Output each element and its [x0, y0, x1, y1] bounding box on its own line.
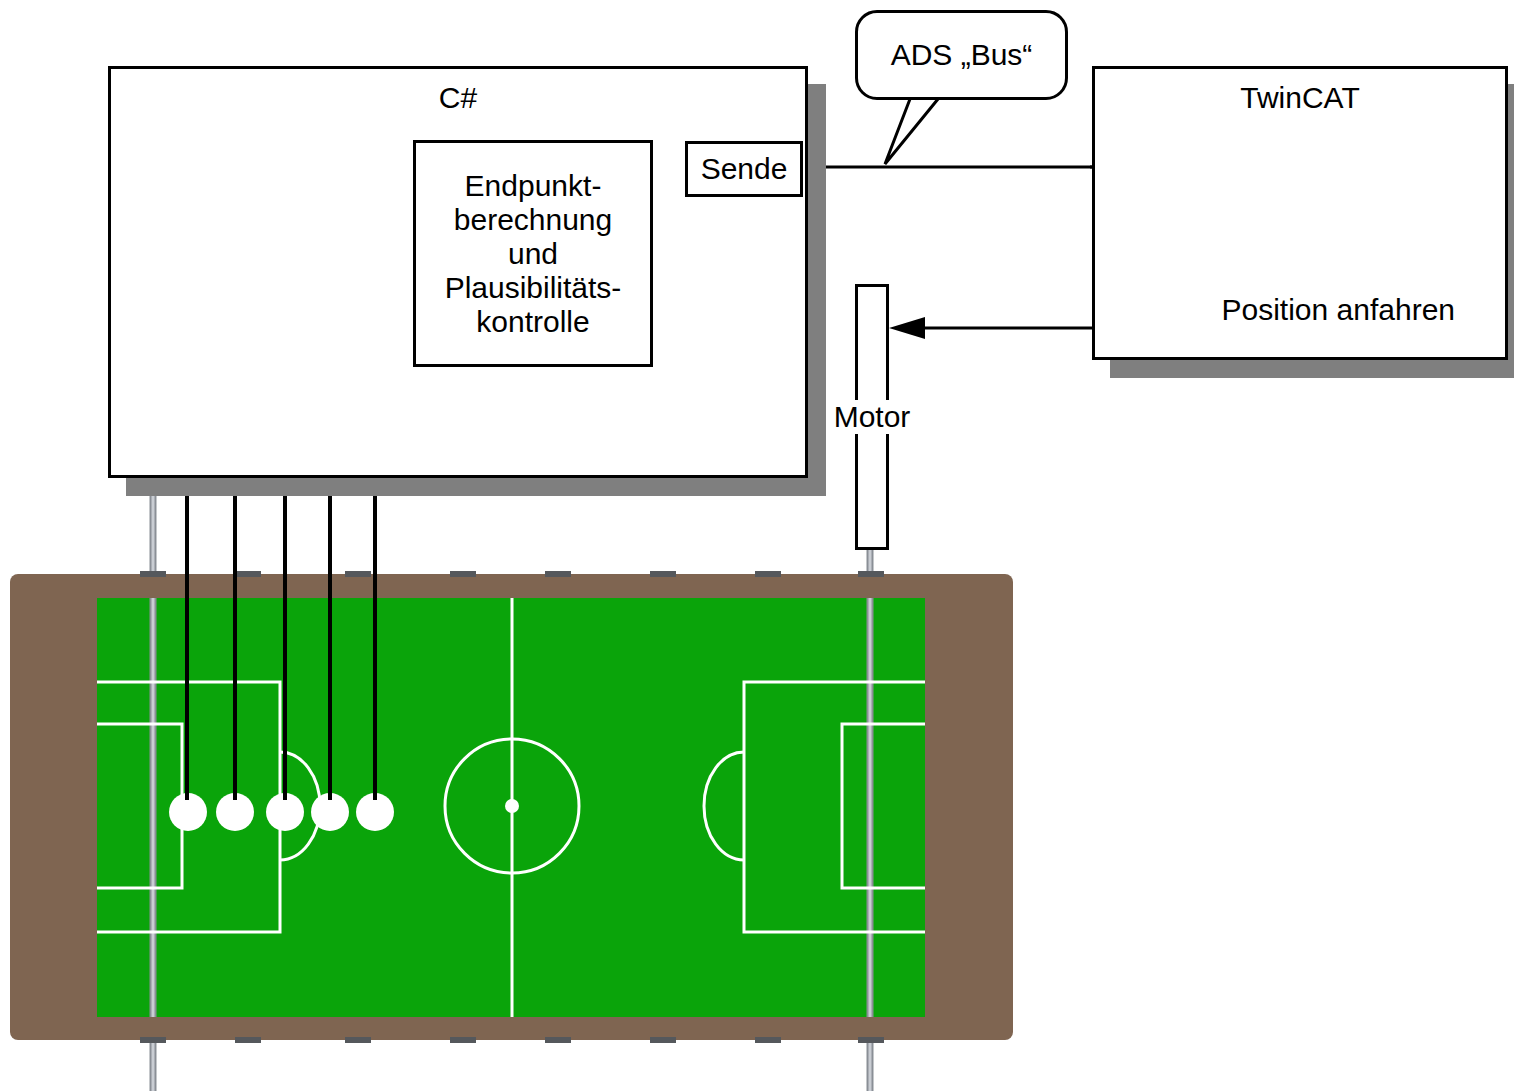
bearing-mark: [755, 571, 781, 577]
goal-area: [842, 724, 925, 888]
player-rod: [869, 545, 872, 1091]
connector: [803, 167, 1092, 168]
box-label: Endpunkt- berechnung und Plausibilitäts-…: [436, 169, 630, 339]
penalty-arc: [704, 752, 744, 860]
bearing-mark: [345, 1037, 371, 1043]
bearing-mark: [650, 571, 676, 577]
center-spot: [505, 799, 519, 813]
bearing-mark: [235, 571, 261, 577]
penalty-area: [744, 682, 925, 932]
player-rod: [869, 598, 872, 1017]
player-rod: [152, 470, 155, 1091]
bearing-mark: [450, 1037, 476, 1043]
box-title: C#: [111, 81, 805, 115]
process-box: Endpunkt- berechnung und Plausibilitäts-…: [413, 140, 653, 367]
player-rod: [150, 470, 157, 1091]
bearing-mark: [650, 1037, 676, 1043]
bearing-mark: [140, 571, 166, 577]
process-box: Sende: [685, 141, 803, 197]
playing-field: [97, 598, 925, 1017]
box-label: ADS „Bus“: [891, 38, 1033, 72]
field-markings: [97, 598, 925, 1017]
bearing-mark: [545, 1037, 571, 1043]
software-box: C# Endpunkt- berechnung und Plausibilität…: [108, 66, 808, 478]
bearing-mark: [235, 1037, 261, 1043]
motor-box: Motor: [855, 284, 889, 550]
table-frame: [10, 574, 1013, 1040]
goal-area: [97, 724, 182, 888]
bearing-mark: [345, 571, 371, 577]
bearing-mark: [140, 1037, 166, 1043]
ball-positions: [169, 793, 394, 831]
center-circle: [445, 739, 579, 873]
bearing-mark: [858, 571, 884, 577]
callout-bubble: ADS „Bus“: [855, 10, 1068, 100]
box-label: Sende: [701, 152, 788, 186]
plc-box: TwinCAT Position anfahren: [1092, 66, 1508, 360]
function-label: Position anfahren: [1222, 293, 1456, 327]
player-rod: [867, 545, 874, 1091]
callout-pointer: [885, 99, 938, 164]
bearing-mark: [755, 1037, 781, 1043]
player-rod: [867, 598, 874, 1017]
connector: [889, 317, 1092, 339]
player-rod: [152, 598, 155, 1017]
motor-label: Motor: [832, 400, 913, 434]
player-rod: [150, 598, 157, 1017]
box-title: TwinCAT: [1095, 81, 1505, 115]
bearing-mark: [545, 571, 571, 577]
bearing-mark: [858, 1037, 884, 1043]
bearing-mark: [450, 571, 476, 577]
